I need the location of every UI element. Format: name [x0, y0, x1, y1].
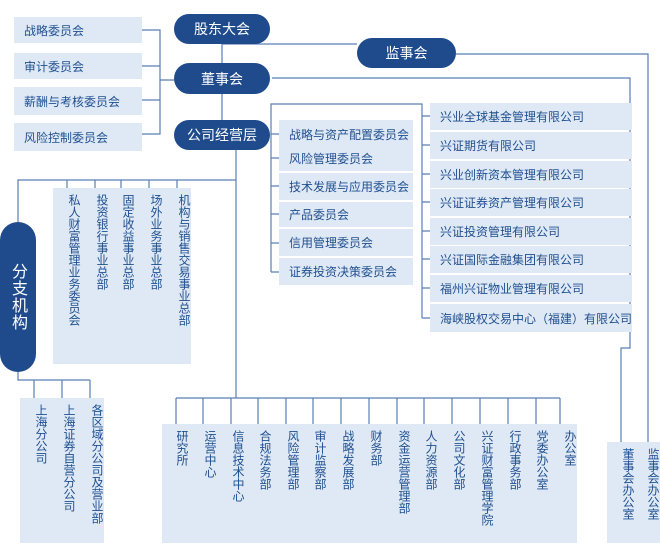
link-board-office — [272, 77, 631, 442]
dept-strategy[interactable]: 战略发展部 — [327, 424, 355, 543]
mgmt-committee-strategy-allocation[interactable]: 战略与资产配置委员会 — [279, 120, 413, 148]
dept-hr[interactable]: 人力资源部 — [411, 424, 438, 543]
subsidiary-investment-management[interactable]: 兴证投资管理有限公司 — [430, 218, 632, 245]
board-of-directors[interactable]: 董事会 — [174, 63, 270, 94]
dept-finance[interactable]: 财务部 — [355, 424, 383, 543]
mgmt-committee-risk[interactable]: 风险管理委员会 — [279, 146, 413, 171]
branch-shanghai[interactable]: 上海分公司 — [20, 398, 48, 543]
dept-compliance[interactable]: 合规法务部 — [245, 424, 272, 543]
unit-bus — [17, 179, 236, 222]
management-team[interactable]: 公司经营层 — [174, 120, 270, 150]
branch-organizations[interactable]: 分支机构 — [0, 222, 36, 372]
dept-audit[interactable]: 审计监察部 — [300, 424, 327, 543]
link-supervisory-office — [456, 53, 649, 442]
mgmt-committee-credit[interactable]: 信用管理委员会 — [279, 229, 413, 256]
board-committee-audit[interactable]: 审计委员会 — [14, 53, 142, 79]
unit-private-wealth[interactable]: 私人财富管理业务委员会 — [53, 188, 81, 364]
dept-party-office[interactable]: 党委办公室 — [522, 424, 549, 543]
subsidiary-bracket — [270, 103, 430, 319]
unit-otc[interactable]: 场外业务事业总部 — [135, 188, 163, 364]
branch-regional[interactable]: 各区域分公司及营业部 — [76, 398, 104, 543]
mgmt-committee-technology[interactable]: 技术发展与应用委员会 — [279, 173, 413, 200]
dept-research[interactable]: 研究所 — [162, 424, 189, 543]
subsidiary-property[interactable]: 福州兴证物业管理有限公司 — [430, 275, 632, 302]
dept-operations[interactable]: 运营中心 — [189, 424, 217, 543]
subsidiary-futures[interactable]: 兴证期货有限公司 — [430, 132, 632, 159]
supervisory-board[interactable]: 监事会 — [357, 38, 456, 68]
dept-general-office[interactable]: 办公室 — [549, 424, 577, 543]
board-committee-bracket — [142, 29, 174, 135]
subsidiary-international[interactable]: 兴证国际金融集团有限公司 — [430, 246, 632, 273]
branch-bus — [17, 372, 91, 398]
mgmt-committee-securities[interactable]: 证券投资决策委员会 — [279, 258, 413, 285]
mgmt-committee-bracket — [270, 133, 279, 273]
board-committee-compensation[interactable]: 薪酬与考核委员会 — [14, 87, 142, 115]
dept-risk[interactable]: 风险管理部 — [272, 424, 300, 543]
unit-investment-banking[interactable]: 投资银行事业总部 — [81, 188, 109, 364]
branch-shanghai-proprietary[interactable]: 上海证券自营分公司 — [48, 398, 76, 543]
dept-administration[interactable]: 行政事务部 — [494, 424, 522, 543]
dept-it[interactable]: 信息技术中心 — [217, 424, 245, 543]
shareholders-meeting[interactable]: 股东大会 — [174, 14, 270, 44]
subsidiary-innovation-capital[interactable]: 兴业创新资本管理有限公司 — [430, 161, 632, 188]
dept-bus — [175, 397, 561, 424]
subsidiary-asset-management[interactable]: 兴证证券资产管理有限公司 — [430, 189, 632, 216]
supervisory-office[interactable]: 监事会办公室 — [635, 442, 660, 543]
unit-institutional-sales[interactable]: 机构与销售交易事业总部 — [163, 188, 191, 364]
mgmt-committee-product[interactable]: 产品委员会 — [279, 202, 413, 227]
board-committee-risk[interactable]: 风险控制委员会 — [14, 123, 142, 151]
board-committee-strategy[interactable]: 战略委员会 — [14, 17, 142, 43]
board-office[interactable]: 董事会办公室 — [607, 442, 635, 543]
dept-culture[interactable]: 公司文化部 — [438, 424, 466, 543]
unit-fixed-income[interactable]: 固定收益事业总部 — [108, 188, 135, 364]
subsidiary-cib-global-fund[interactable]: 兴业全球基金管理有限公司 — [430, 103, 632, 130]
dept-wealth-academy[interactable]: 兴证财富管理学院 — [466, 424, 494, 543]
subsidiary-equity-exchange[interactable]: 海峡股权交易中心（福建）有限公司 — [430, 304, 632, 332]
dept-treasury[interactable]: 资金运营管理部 — [383, 424, 411, 543]
